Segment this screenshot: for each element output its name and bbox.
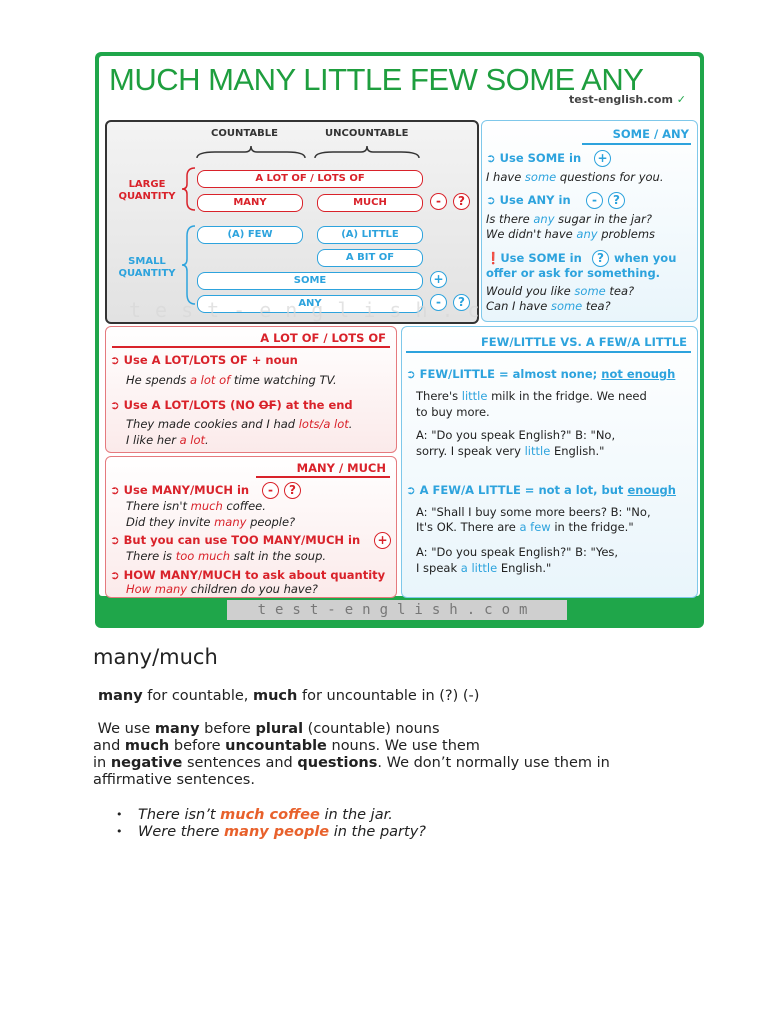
example-any-2: We didn't have any problems <box>486 227 656 241</box>
bullet-icon: • <box>116 808 123 821</box>
many-pill: MANY <box>197 194 303 212</box>
explanation-paragraph: We use many before plural (countable) no… <box>93 721 610 788</box>
example-a-lot-1: He spends a lot of time watching TV. <box>126 373 337 387</box>
example-too-much: There is too much salt in the soup. <box>126 549 327 563</box>
heading-underline <box>406 351 691 353</box>
small-quantity-label: SMALL QUANTITY <box>118 256 176 279</box>
many-much-panel: MANY / MUCH ➲ Use MANY/MUCH in - ? There… <box>105 456 397 598</box>
a-lot-of-pill: A LOT OF / LOTS OF <box>197 170 423 188</box>
watermark: test-english.com <box>129 298 546 322</box>
rule-a-lot-noun: ➲ Use A LOT/LOTS OF + noun <box>110 353 298 367</box>
a-bit-of-pill: A BIT OF <box>317 249 423 267</box>
summary-line: many for countable, much for uncountable… <box>98 688 480 704</box>
uncountable-header: UNCOUNTABLE <box>325 128 409 139</box>
some-pill: SOME <box>197 272 423 290</box>
rule-many-much: ➲ Use MANY/MUCH in <box>110 483 250 497</box>
section-title: many/much <box>93 645 218 669</box>
example-few-little-3: A: "Do you speak English?" B: "No, <box>416 428 616 442</box>
rule-any: ➲ Use ANY in <box>486 193 571 207</box>
few-little-panel: FEW/LITTLE VS. A FEW/A LITTLE ➲ FEW/LITT… <box>401 326 698 598</box>
example-a-few-2: It's OK. There are a few in the fridge." <box>416 520 634 534</box>
heading-underline <box>112 346 390 348</box>
countable-header: COUNTABLE <box>211 128 278 139</box>
infographic-title: MUCH MANY LITTLE FEW SOME ANY <box>109 62 644 97</box>
rule-a-lot-end: ➲ Use A LOT/LOTS (NO OF) at the end <box>110 398 353 412</box>
some-any-panel: SOME / ANY ➲ Use SOME in + I have some q… <box>481 120 698 322</box>
rule-how-many: ➲ HOW MANY/MUCH to ask about quantity <box>110 568 386 582</box>
check-icon: ✓ <box>672 93 686 106</box>
grammar-infographic: MUCH MANY LITTLE FEW SOME ANY test-engli… <box>95 52 704 628</box>
question-icon: ? <box>592 250 609 267</box>
plus-icon: + <box>594 150 611 167</box>
few-pill: (A) FEW <box>197 226 303 244</box>
negative-icon: - <box>430 294 447 311</box>
negative-icon: - <box>430 193 447 210</box>
rule-too-many: ➲ But you can use TOO MANY/MUCH in <box>110 533 361 547</box>
example-much: There isn't much coffee. <box>126 499 266 513</box>
rule-some-offer-cont: when you <box>614 251 677 265</box>
rule-a-few-a-little: ➲ A FEW/A LITTLE = not a lot, but enough <box>406 483 676 497</box>
plus-icon: + <box>430 271 447 288</box>
any-pill: ANY <box>197 295 423 313</box>
example-some: I have some questions for you. <box>486 170 664 184</box>
heading-underline <box>256 476 390 478</box>
question-icon: ? <box>453 294 470 311</box>
question-icon: ? <box>608 192 625 209</box>
much-pill: MUCH <box>317 194 423 212</box>
example-many: Did they invite many people? <box>126 515 296 529</box>
quantity-chart: COUNTABLE UNCOUNTABLE LARGE QUANTITY A L… <box>105 120 479 324</box>
large-quantity-label: LARGE QUANTITY <box>118 179 176 202</box>
example-a-few-1: A: "Shall I buy some more beers? B: "No, <box>416 505 651 519</box>
rule-some-positive: ➲ Use SOME in <box>486 151 582 165</box>
example-a-little-1: A: "Do you speak English?" B: "Yes, <box>416 545 619 559</box>
some-any-heading: SOME / ANY <box>612 127 689 141</box>
column-braces <box>196 145 420 159</box>
little-pill: (A) LITTLE <box>317 226 423 244</box>
question-icon: ? <box>284 482 301 499</box>
many-much-heading: MANY / MUCH <box>296 461 386 475</box>
example-offer-1: Would you like some tea? <box>486 284 635 298</box>
large-brace <box>181 167 196 211</box>
negative-icon: - <box>262 482 279 499</box>
example-any-1: Is there any sugar in the jar? <box>486 212 652 226</box>
a-lot-of-panel: A LOT OF / LOTS OF ➲ Use A LOT/LOTS OF +… <box>105 326 397 453</box>
negative-icon: - <box>586 192 603 209</box>
example-offer-2: Can I have some tea? <box>486 299 611 313</box>
heading-underline <box>582 143 691 145</box>
infographic-body: MUCH MANY LITTLE FEW SOME ANY test-engli… <box>99 56 700 598</box>
bullet-icon: • <box>116 825 123 838</box>
brand-logo-small: test-english.com ✓ <box>569 93 686 106</box>
example-a-little-2: I speak a little English." <box>416 561 552 575</box>
rule-few-little: ➲ FEW/LITTLE = almost none; not enough <box>406 367 676 381</box>
example-a-lot-2: They made cookies and I had lots/a lot. <box>126 417 353 431</box>
rule-some-offer: ❗Use SOME in <box>486 251 582 265</box>
small-brace <box>181 225 196 305</box>
example-few-little-4: sorry. I speak very little English." <box>416 444 605 458</box>
plus-icon: + <box>374 532 391 549</box>
question-icon: ? <box>453 193 470 210</box>
example-few-little-1: There's little milk in the fridge. We ne… <box>416 389 647 403</box>
example-a-lot-3: I like her a lot. <box>126 433 209 447</box>
a-lot-of-heading: A LOT OF / LOTS OF <box>260 331 386 345</box>
example-how-many: How many children do you have? <box>126 582 318 596</box>
footer-brand-logo: test-english.com <box>227 600 567 620</box>
few-little-heading: FEW/LITTLE VS. A FEW/A LITTLE <box>480 335 687 349</box>
example-few-little-2: to buy more. <box>416 405 490 419</box>
rule-some-offer-cont2: offer or ask for something. <box>486 266 661 280</box>
